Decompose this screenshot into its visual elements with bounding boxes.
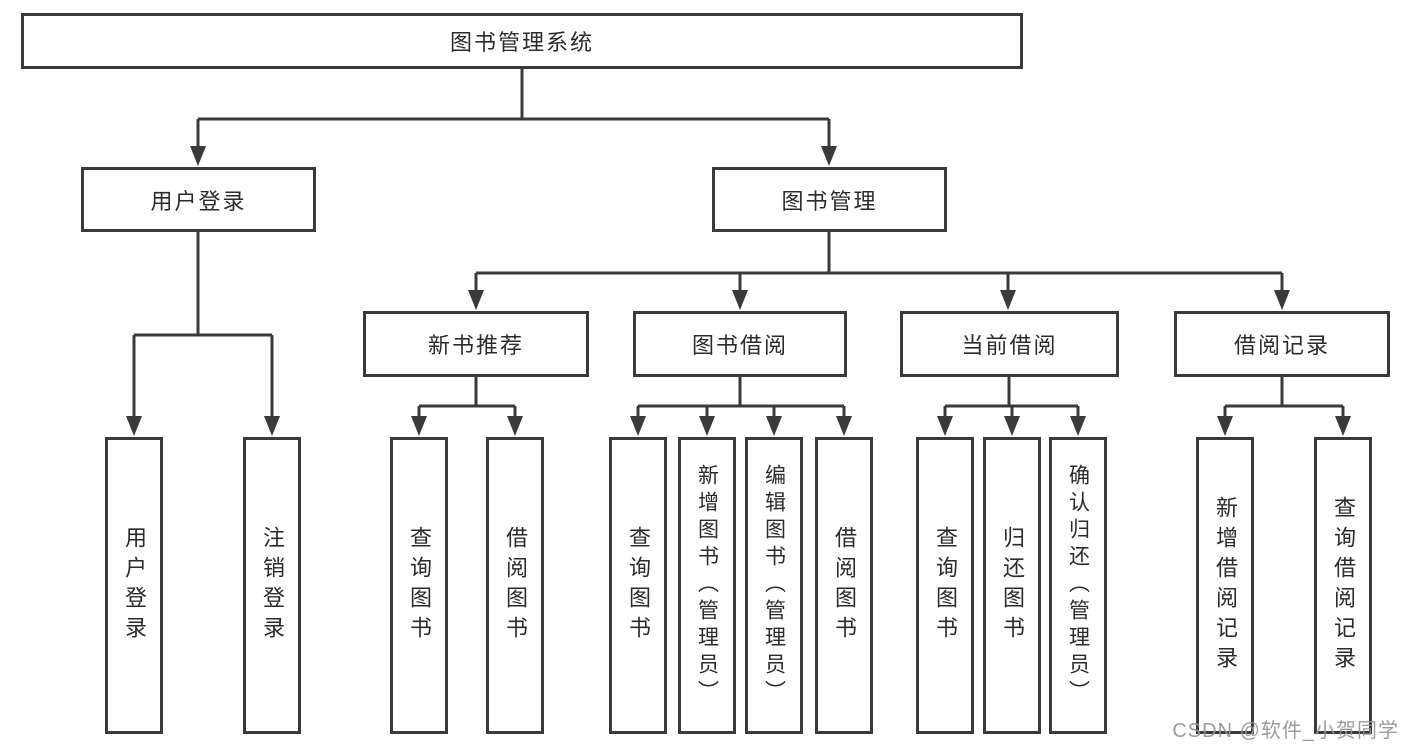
connector-borrow-records-children xyxy=(1217,377,1351,436)
node-cb-query-books: 查询图书 xyxy=(916,437,974,734)
leaf-label: 查询图书 xyxy=(933,525,958,646)
node-logout-action: 注销登录 xyxy=(243,437,301,734)
node-cb-return-books: 归还图书 xyxy=(983,437,1041,734)
leaf-label: 编辑图书（管理员） xyxy=(762,464,786,707)
node-user-login-action: 用户登录 xyxy=(105,437,163,734)
arrow-down-icon xyxy=(1335,416,1351,436)
connector-user-login-children xyxy=(126,232,280,436)
leaf-label: 借阅图书 xyxy=(503,525,528,646)
leaf-label: 注销登录 xyxy=(260,525,285,646)
connector-current-borrow-children xyxy=(937,377,1086,436)
leaf-label: 新增图书（管理员） xyxy=(695,464,719,707)
arrow-down-icon xyxy=(190,146,206,166)
arrow-down-icon xyxy=(507,416,523,436)
node-borrow-records: 借阅记录 xyxy=(1174,311,1390,377)
connector-root-to-level2 xyxy=(190,69,837,166)
node-cb-confirm-return-admin: 确认归还（管理员） xyxy=(1049,437,1107,734)
arrow-down-icon xyxy=(937,416,953,436)
arrow-down-icon xyxy=(1274,290,1290,310)
node-library-management-system: 图书管理系统 xyxy=(21,13,1023,69)
node-user-login: 用户登录 xyxy=(81,167,316,232)
arrow-down-icon xyxy=(836,416,852,436)
node-bb-borrow-books: 借阅图书 xyxy=(815,437,873,734)
arrow-down-icon xyxy=(1004,416,1020,436)
node-bb-edit-books-admin: 编辑图书（管理员） xyxy=(745,437,803,734)
arrow-down-icon xyxy=(264,416,280,436)
node-book-management: 图书管理 xyxy=(712,167,947,232)
node-new-book-recommend: 新书推荐 xyxy=(363,311,589,377)
arrow-down-icon xyxy=(126,416,142,436)
node-nbr-query-books: 查询图书 xyxy=(390,437,448,734)
leaf-label: 查询图书 xyxy=(407,525,432,646)
node-current-borrow: 当前借阅 xyxy=(900,311,1119,377)
leaf-label: 新增借阅记录 xyxy=(1213,495,1238,676)
connector-new-book-recommend-children xyxy=(411,377,523,436)
connector-book-borrow-children xyxy=(630,377,852,436)
node-nbr-borrow-books: 借阅图书 xyxy=(486,437,544,734)
arrow-down-icon xyxy=(821,146,837,166)
node-book-borrow: 图书借阅 xyxy=(633,311,847,377)
arrow-down-icon xyxy=(766,416,782,436)
leaf-label: 归还图书 xyxy=(1000,525,1025,646)
leaf-label: 用户登录 xyxy=(122,525,147,646)
arrow-down-icon xyxy=(468,290,484,310)
arrow-down-icon xyxy=(630,416,646,436)
leaf-label: 确认归还（管理员） xyxy=(1066,464,1090,707)
connector-book-management-children xyxy=(468,232,1290,310)
node-br-add-borrow-record: 新增借阅记录 xyxy=(1196,437,1254,734)
arrow-down-icon xyxy=(699,416,715,436)
arrow-down-icon xyxy=(732,290,748,310)
arrow-down-icon xyxy=(1000,290,1016,310)
node-br-query-borrow-record: 查询借阅记录 xyxy=(1314,437,1372,734)
leaf-label: 查询图书 xyxy=(626,525,651,646)
leaf-label: 查询借阅记录 xyxy=(1331,495,1356,676)
arrow-down-icon xyxy=(411,416,427,436)
node-bb-add-books-admin: 新增图书（管理员） xyxy=(678,437,736,734)
leaf-label: 借阅图书 xyxy=(832,525,857,646)
node-bb-query-books: 查询图书 xyxy=(609,437,667,734)
arrow-down-icon xyxy=(1070,416,1086,436)
arrow-down-icon xyxy=(1217,416,1233,436)
